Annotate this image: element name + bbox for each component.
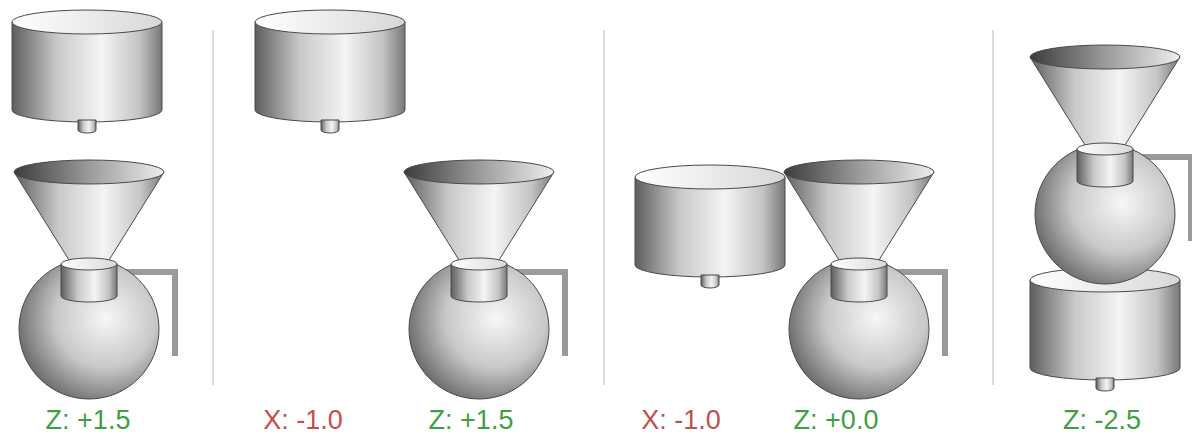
filter-and-pot [14, 160, 175, 399]
axis-offset-label: Z: +1.5 [46, 404, 131, 436]
axis-offset-label: Z: +0.0 [794, 404, 879, 436]
axis-offset-label: Z: -2.5 [1063, 404, 1141, 436]
water-tank [635, 165, 785, 288]
coffee-pot [1035, 143, 1191, 284]
panel-three [635, 160, 945, 399]
axis-offset-label: X: -1.0 [641, 404, 721, 436]
axis-offset-label: Z: +1.5 [429, 404, 514, 436]
panel-two [255, 10, 565, 399]
water-tank [12, 10, 162, 133]
filter-and-pot [404, 160, 565, 399]
panel-one [12, 10, 175, 399]
water-tank [1030, 268, 1180, 391]
panel-four [1030, 45, 1191, 391]
water-tank [255, 10, 405, 133]
filter-funnel [1030, 45, 1180, 153]
filter-and-pot [784, 160, 945, 399]
axis-offset-label: X: -1.0 [263, 404, 343, 436]
